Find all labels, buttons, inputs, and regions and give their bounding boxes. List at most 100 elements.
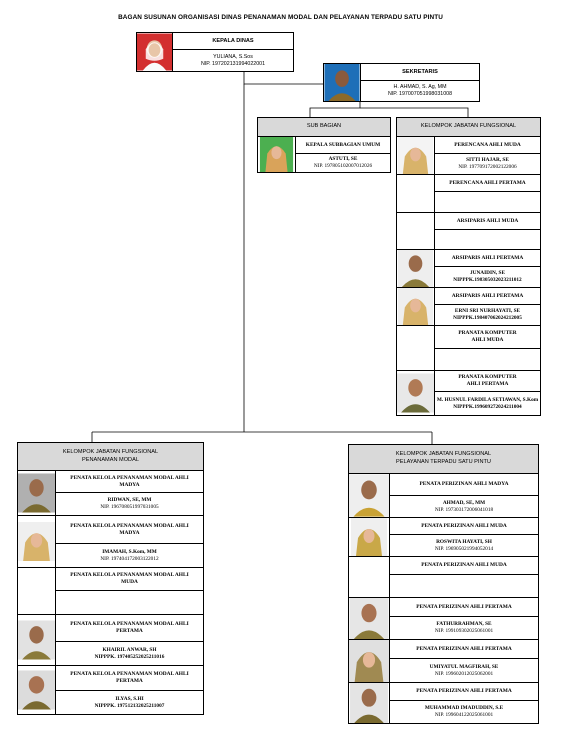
kjf-penanaman-name-2: IMAMAH, S.Kom, MM [102,548,157,555]
kjf-pelayanan-photo-1 [349,474,390,517]
kepala-role: KEPALA DINAS [173,33,293,50]
kjf-sekretariat-role-7: PRANATA KOMPUTER AHLI PERTAMA [435,371,540,392]
kjf-sekretariat-info-6 [435,349,540,370]
sub-bagian-photo [258,137,296,172]
kjf-penanaman-nip-5: NIPPPK. 197512132025211007 [94,702,165,709]
kjf-sekretariat-name-7: M. HUSNUL FARDILA SETIAWAN, S.Kom [436,396,539,403]
kjf-pelayanan-name-6: MUHAMMAD IMADUDDIN, S.E [424,705,504,712]
sub-bagian-nip: NIP. 197805102007012026 [313,163,373,169]
kjf-pelayanan-nip-4: NIP. 199109302025061001 [434,628,494,634]
kjf-penanaman-info-1: RIDWAN, SE, MM NIP. 196708051997031005 [56,493,203,515]
kepala-info: YULIANA, S.Sos NIP. 197202131994022001 [173,50,293,71]
sub-bagian-info: ASTUTI, SE NIP. 197805102007012026 [296,154,390,172]
kjf-sekretariat-item-4: ARSIPARIS AHLI PERTAMA JUNAIDIN, SE NIPP… [396,249,541,288]
kjf-pelayanan-photo-5 [349,640,390,682]
line-sekretaris-kjf [360,107,469,117]
kjf-penanaman-item-3: PENATA KELOLA PENANAMAN MODAL AHLI MUDA [17,567,204,615]
kjf-sekretariat-info-3 [435,230,540,249]
line-sekretaris-sub [309,101,361,117]
kjf-penanaman-photo-2 [18,516,56,567]
kjf-sekretariat-photo-1 [397,137,435,174]
kjf-penanaman-info-3 [56,591,203,614]
kjf-sekretariat-info-4: JUNAIDIN, SE NIPPPK.198305032023211012 [435,267,540,287]
kjf-pelayanan-nip-1: NIP. 197303172006041018 [434,506,494,513]
kjf-pelayanan-name-5: UMIYATUL MAGFIRAH, SE [429,663,499,670]
kepala-dinas-card: KEPALA DINAS YULIANA, S.Sos NIP. 1972021… [136,32,294,72]
kjf-sekretariat-info-7: M. HUSNUL FARDILA SETIAWAN, S.Kom NIPPPK… [435,392,540,415]
kjf-penanaman-item-4: PENATA KELOLA PENANAMAN MODAL AHLI PERTA… [17,614,204,666]
sekretaris-card: SEKRETARIS H. AHMAD, S. Ag, MM NIP. 1970… [323,63,480,102]
kjf-pelayanan-role-2: PENATA PERIZINAN AHLI MUDA [390,518,538,535]
kjf-sekretariat-name-1: SITTI HAJAR, SE [466,157,509,164]
kjf-pelayanan-info-2: ROSWITA HAYATI, SH NIP. 1969050219940520… [390,535,538,556]
kjf-sekretariat-role-5: ARSIPARIS AHLI PERTAMA [435,288,540,305]
kjf-sekretariat-photo-6 [397,326,435,370]
kjf-sekretariat-name-4: JUNAIDIN, SE [469,270,506,277]
kjf-pelayanan-role-6: PENATA PERIZINAN AHLI PERTAMA [390,683,538,701]
kepala-photo [137,33,173,71]
kjf-sekretariat-item-7: PRANATA KOMPUTER AHLI PERTAMA M. HUSNUL … [396,370,541,416]
sekretaris-photo [324,64,361,101]
kjf-sekretariat-header: KELOMPOK JABATAN FUNGSIONAL [396,117,541,137]
kjf-sekretariat-item-1: PERENCANA AHLI MUDA SITTI HAJAR, SE NIP.… [396,136,541,175]
kjf-pelayanan-photo-6 [349,683,390,723]
kjf-penanaman-info-4: KHAIRIL ANWAR, SH NIPPPK. 19740525202521… [56,642,203,665]
kjf-pelayanan-nip-2: NIP. 196905021994052014 [434,545,494,552]
kjf-pelayanan-nip-6: NIP. 199604122025061001 [434,712,494,718]
kjf-sekretariat-role-6: PRANATA KOMPUTER AHLI MUDA [435,326,540,349]
kjf-pelayanan-info-4: FATHURRAHMAN, SE NIP. 199109302025061001 [390,617,538,639]
kjf-pelayanan-info-3 [390,575,538,597]
kjf-pelayanan-photo-3 [349,557,390,597]
kjf-penanaman-item-5: PENATA KELOLA PENANAMAN MODAL AHLI PERTA… [17,665,204,715]
kjf-penanaman-photo-3 [18,568,56,614]
kjf-sekretariat-role-4: ARSIPARIS AHLI PERTAMA [435,250,540,267]
kjf-penanaman-role-2: PENATA KELOLA PENANAMAN MODAL AHLI MADYA [56,516,203,544]
kjf-pelayanan-item-6: PENATA PERIZINAN AHLI PERTAMA MUHAMMAD I… [348,682,539,724]
kepala-nip: NIP. 197202131994022001 [200,60,266,67]
kjf-penanaman-info-2: IMAMAH, S.Kom, MM NIP. 19740417200312201… [56,544,203,567]
sub-bagian-role: KEPALA SUBBAGIAN UMUM [296,137,390,154]
kjf-sekretariat-role-2: PERENCANA AHLI PERTAMA [435,175,540,192]
kjf-pelayanan-role-3: PENATA PERIZINAN AHLI MUDA [390,557,538,575]
chart-title: BAGAN SUSUNAN ORGANISASI DINAS PENANAMAN… [118,14,443,21]
kjf-sekretariat-item-5: ARSIPARIS AHLI PERTAMA ERNI SRI NURHAYAT… [396,287,541,326]
kjf-sekretariat-nip-4: NIPPPK.198305032023211012 [453,277,522,283]
kjf-penanaman-item-2: PENATA KELOLA PENANAMAN MODAL AHLI MADYA… [17,515,204,568]
kjf-sekretariat-info-2 [435,192,540,212]
kjf-pelayanan-photo-2 [349,518,390,556]
kjf-penanaman-header: KELOMPOK JABATAN FUNGSIONAL PENANAMAN MO… [17,442,204,471]
kjf-penanaman-photo-1 [18,471,56,515]
kjf-sekretariat-nip-5: NIPPPK.198407062024212005 [453,315,522,321]
kjf-sekretariat-item-6: PRANATA KOMPUTER AHLI MUDA [396,325,541,371]
kjf-sekretariat-photo-2 [397,175,435,212]
sekretaris-name: H. AHMAD, S. Ag, MM [393,84,447,91]
kjf-sekretariat-photo-3 [397,213,435,249]
kjf-sekretariat-nip-1: NIP. 197709172002122006 [458,164,517,170]
kjf-penanaman-role-4: PENATA KELOLA PENANAMAN MODAL AHLI PERTA… [56,615,203,642]
kjf-sekretariat-role-1: PERENCANA AHLI MUDA [435,137,540,154]
kjf-penanaman-item-1: PENATA KELOLA PENANAMAN MODAL AHLI MADYA… [17,470,204,516]
kjf-sekretariat-name-5: ERNI SRI NURHAYATI, SE [454,308,521,315]
kepala-name: YULIANA, S.Sos [213,53,253,60]
kjf-penanaman-role-1: PENATA KELOLA PENANAMAN MODAL AHLI MADYA [56,471,203,493]
kjf-penanaman-photo-4 [18,615,56,665]
kjf-sekretariat-photo-5 [397,288,435,325]
sub-bagian-name: ASTUTI, SE [328,156,358,163]
kjf-pelayanan-name-2: ROSWITA HAYATI, SH [436,538,492,545]
kjf-penanaman-name-1: RIDWAN, SE, MM [107,497,152,504]
kjf-penanaman-photo-5 [18,666,56,714]
sekretaris-nip: NIP. 197007051998031008 [387,91,453,97]
sub-bagian-header: SUB BAGIAN [257,117,391,137]
sekretaris-info: H. AHMAD, S. Ag, MM NIP. 197007051998031… [361,81,479,101]
sub-bagian-card: KEPALA SUBBAGIAN UMUM ASTUTI, SE NIP. 19… [257,136,391,173]
kjf-pelayanan-item-4: PENATA PERIZINAN AHLI PERTAMA FATHURRAHM… [348,597,539,640]
kjf-sekretariat-photo-7 [397,371,435,415]
kjf-penanaman-nip-4: NIPPPK. 197405252025211016 [94,653,165,660]
kjf-penanaman-role-3: PENATA KELOLA PENANAMAN MODAL AHLI MUDA [56,568,203,591]
kjf-pelayanan-item-3: PENATA PERIZINAN AHLI MUDA [348,556,539,598]
kjf-penanaman-nip-1: NIP. 196708051997031005 [100,504,159,510]
kjf-pelayanan-info-5: UMIYATUL MAGFIRAH, SE NIP. 1996020120250… [390,659,538,682]
kjf-pelayanan-role-1: PENATA PERIZINAN AHLI MADYA [390,474,538,496]
kjf-penanaman-role-5: PENATA KELOLA PENANAMAN MODAL AHLI PERTA… [56,666,203,691]
kjf-pelayanan-photo-4 [349,598,390,639]
